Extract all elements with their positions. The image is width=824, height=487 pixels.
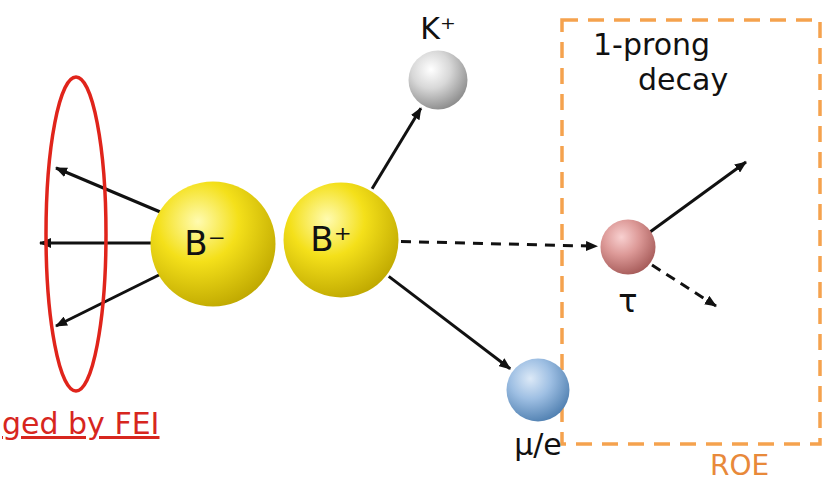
particle-label: μ/e	[514, 428, 562, 463]
lepton-sphere: μ/e	[506, 358, 570, 422]
decay-note: 1-prong decay	[588, 28, 768, 97]
particle-label: B⁻	[184, 224, 225, 263]
tau-sphere: τ	[600, 219, 656, 275]
tag-ellipse-outline	[44, 75, 108, 393]
particle-label: B⁺	[310, 220, 351, 259]
decay-arrow	[389, 276, 510, 368]
kaon-sphere: K⁺	[408, 50, 468, 110]
tag-ellipse: ged by FEI	[44, 75, 108, 393]
decay-arrow	[401, 241, 597, 246]
roe-label: ROE	[710, 450, 769, 482]
b-meson-sphere: B⁻	[150, 181, 276, 307]
kaon-sphere-outline	[408, 50, 468, 110]
roe-box: τ1-prong decayROE	[560, 18, 822, 446]
b-meson-sphere: B⁺	[283, 182, 399, 298]
decay-arrow	[372, 108, 421, 188]
tau-decay-products	[650, 162, 746, 306]
particle-label: τ	[618, 283, 637, 320]
tag-label: ged by FEI	[2, 407, 159, 442]
particle-label: K⁺	[420, 12, 456, 47]
label-holder: B⁺	[283, 182, 399, 298]
tau-sphere-outline	[600, 219, 656, 275]
label-holder: B⁻	[150, 181, 276, 307]
lepton-sphere-outline	[506, 358, 570, 422]
